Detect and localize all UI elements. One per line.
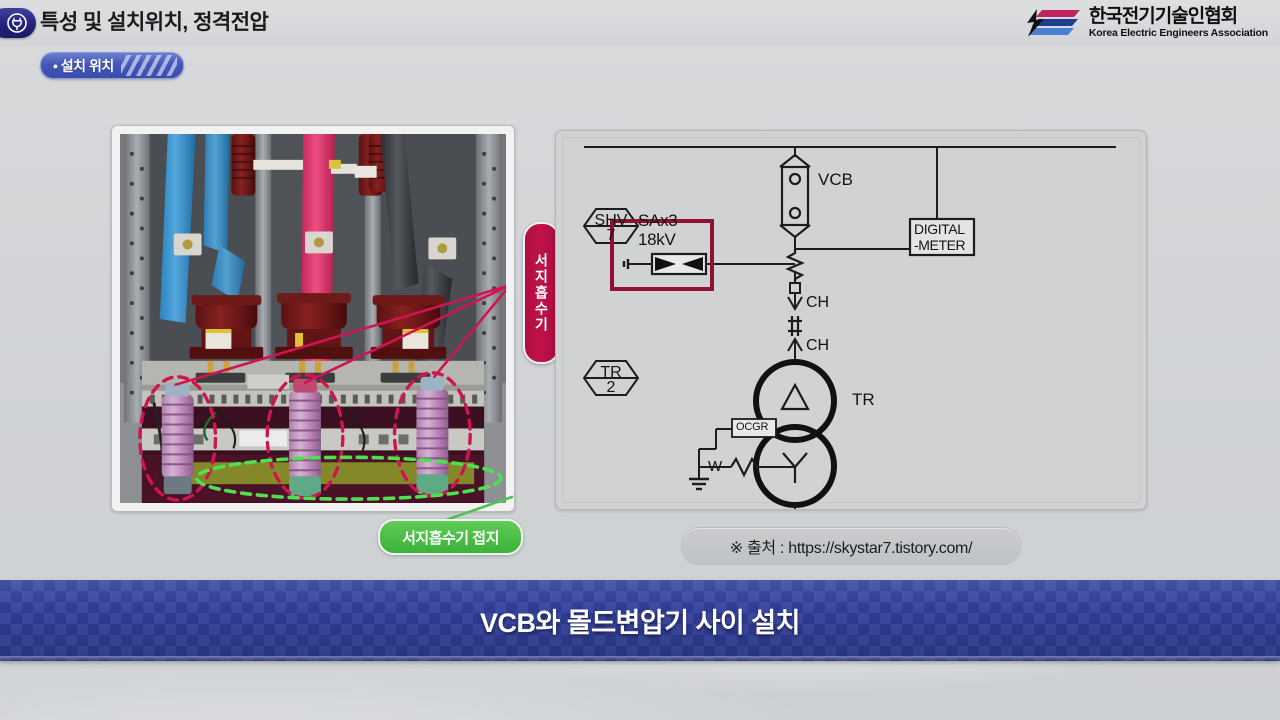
ocgr-resistor-label: W — [708, 458, 723, 475]
switchgear-photo — [120, 134, 506, 503]
surge-arrester-box — [610, 219, 714, 291]
single-line-diagram-panel: SHV 7 TR 2 SAx3 18kV VCB DIGITAL -METER … — [555, 130, 1147, 510]
ocgr-box — [731, 418, 777, 438]
surge-absorber-ground-label: 서지흡수기 접지 — [402, 529, 499, 547]
shv-tag-qty: 7 — [606, 227, 616, 244]
bottom-banner-text: VCB와 몰드변압기 사이 설치 — [480, 608, 800, 638]
tr-tag-qty: 2 — [606, 379, 616, 396]
logo-mark-icon — [1024, 8, 1082, 38]
photo-panel — [111, 125, 515, 512]
source-citation-text: ※ 출처 : https://skystar7.tistory.com/ — [729, 540, 973, 557]
section-tag: • 설치 위치 — [40, 52, 184, 79]
ch-lower-label: CH — [806, 337, 830, 354]
page-title: 특성 및 설치위치, 정격전압 — [40, 11, 269, 34]
electric-plug-icon — [0, 8, 36, 38]
single-line-diagram — [582, 146, 1116, 509]
ocgr-label: OCGR — [736, 421, 769, 433]
digital-meter-line1: DIGITAL — [914, 221, 965, 237]
tr-tag-name: TR — [600, 364, 622, 381]
digital-meter-box — [908, 217, 976, 257]
logo-korean-name: 한국전기기술인협회 — [1088, 6, 1238, 28]
vcb-label: VCB — [818, 170, 853, 189]
logo-english-name: Korea Electric Engineers Association — [1088, 27, 1268, 40]
ch-upper-label: CH — [806, 294, 830, 311]
tr-tag — [582, 360, 640, 396]
sa-box-voltage: 18kV — [638, 230, 676, 249]
sa-box-type: SAx3 — [638, 211, 678, 230]
digital-meter-line2: -METER — [914, 237, 966, 253]
shv-tag-name: SHV — [594, 212, 628, 229]
association-logo: 한국전기기술인협회 Korea Electric Engineers Assoc… — [1024, 7, 1268, 39]
surge-absorber-ground-callout: 서지흡수기 접지 — [378, 519, 523, 555]
transformer-label: TR — [852, 390, 875, 409]
banner-sheen-decoration — [0, 656, 1280, 661]
diagram-inner-frame — [562, 137, 1140, 503]
section-tag-label: • 설치 위치 — [53, 58, 114, 74]
source-citation: ※ 출처 : https://skystar7.tistory.com/ — [681, 527, 1021, 565]
stripes-decoration — [121, 55, 177, 76]
surge-absorber-callout-label: 서지흡수기 — [533, 253, 550, 333]
slide-header: 특성 및 설치위치, 정격전압 한국전기기술인협회 Korea Electric… — [0, 0, 1280, 46]
bottom-banner: VCB와 몰드변압기 사이 설치 — [0, 580, 1280, 661]
